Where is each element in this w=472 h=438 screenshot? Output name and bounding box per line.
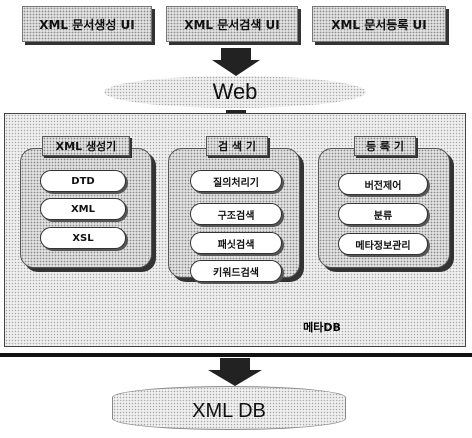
xml-item: XML [40, 198, 126, 220]
web-label-wrap: Web [104, 76, 366, 108]
xml-doc-search-ui-label: XML 문서검색 UI [184, 17, 280, 32]
xml-doc-register-ui-box: XML 문서등록 UI [312, 6, 446, 42]
xsl-item: XSL [40, 227, 126, 249]
xml-db-label: XML DB [192, 399, 266, 422]
version-control-item: 버전제어 [338, 173, 428, 195]
xml-doc-register-ui-label: XML 문서등록 UI [331, 17, 427, 32]
xml-db-cylinder [112, 386, 346, 430]
xsl-label: XSL [72, 232, 94, 244]
structure-search-item: 구조검색 [190, 203, 282, 225]
meta-db-label: 메타DB [303, 321, 341, 334]
search-engine-title-label: 검 색 기 [217, 140, 257, 153]
dtd-label: DTD [71, 175, 95, 187]
register-title: 등 록 기 [354, 136, 416, 156]
metadata-management-item: 메타정보관리 [338, 233, 428, 255]
xml-label: XML [70, 203, 96, 215]
query-processor-label: 질의처리기 [213, 177, 259, 189]
xml-generator-title: XML 생성기 [42, 136, 130, 156]
arrow-to-xml-db [208, 358, 262, 386]
web-label: Web [212, 79, 258, 104]
register-title-label: 등 록 기 [365, 140, 405, 153]
bottom-divider [0, 353, 472, 357]
structure-search-label: 구조검색 [217, 210, 255, 222]
version-control-label: 버전제어 [364, 180, 402, 192]
query-processor-item: 질의처리기 [190, 170, 282, 192]
keyword-search-label: 키워드검색 [213, 267, 259, 279]
dtd-item: DTD [40, 170, 126, 192]
meta-db-label-wrap: 메타DB [294, 316, 350, 338]
xml-doc-search-ui-box: XML 문서검색 UI [166, 6, 298, 42]
xml-db-label-wrap: XML DB [112, 394, 346, 428]
classification-label: 분류 [373, 210, 393, 222]
facet-search-label: 패싯검색 [217, 239, 255, 251]
metadata-management-label: 메타정보관리 [355, 240, 411, 252]
keyword-search-item: 키워드검색 [190, 260, 282, 282]
xml-doc-create-ui-label: XML 문서생성 UI [39, 17, 135, 32]
arrow-ui-to-web [212, 48, 260, 76]
web-band [104, 76, 366, 108]
xml-doc-create-ui-box: XML 문서생성 UI [22, 6, 152, 42]
classification-item: 분류 [338, 203, 428, 225]
search-engine-title: 검 색 기 [206, 136, 268, 156]
xml-generator-title-label: XML 생성기 [55, 140, 117, 153]
facet-search-item: 패싯검색 [190, 232, 282, 254]
